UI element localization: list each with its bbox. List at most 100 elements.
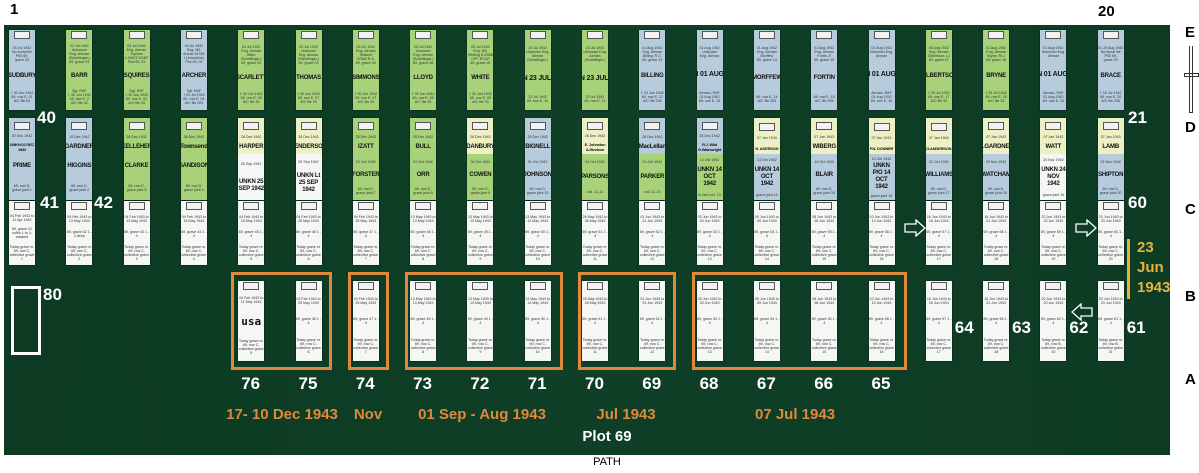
- card-info-line: 01 Aug 1942: [871, 46, 892, 51]
- period-box-dec: [231, 272, 332, 370]
- empty-grave-outline: [11, 286, 41, 355]
- period-box-jul: [578, 272, 676, 370]
- card-date: 07 Jan 1943: [1043, 135, 1064, 140]
- grave-card-d[interactable]: 28 Dec 1942KELLEHERCLARKE69, row D, grav…: [123, 118, 150, 200]
- card-info-line: Bryne, RLJ: [987, 53, 1005, 58]
- grave-number: 71: [527, 374, 547, 393]
- card-name: COWEN: [469, 171, 492, 178]
- card-note: Today grave nr. 69, row C, collective gr…: [582, 337, 608, 354]
- grave-card-d[interactable]: 07 Jan 1943A.GARDNER29 Nov 1942WATCHAM69…: [983, 118, 1010, 200]
- card-info: 69, row D, grave joint 4: [184, 183, 204, 192]
- card-dates: 13 May 1943 to 13 May 1943: [468, 297, 493, 306]
- card-name: WIBERG: [812, 144, 836, 151]
- card-grave: 69, grave 48 1 - 4: [410, 317, 436, 326]
- card-info-line: 03 Jul 1942: [12, 45, 32, 50]
- grave-number-41: 41: [40, 193, 59, 212]
- card-tab: [529, 122, 546, 131]
- grave-card-d[interactable]: 28 Dec 1942TownsendSANDISON69, row D, gr…: [180, 118, 207, 200]
- card-note: Today grave nr. 69, row C, collective gr…: [181, 244, 207, 261]
